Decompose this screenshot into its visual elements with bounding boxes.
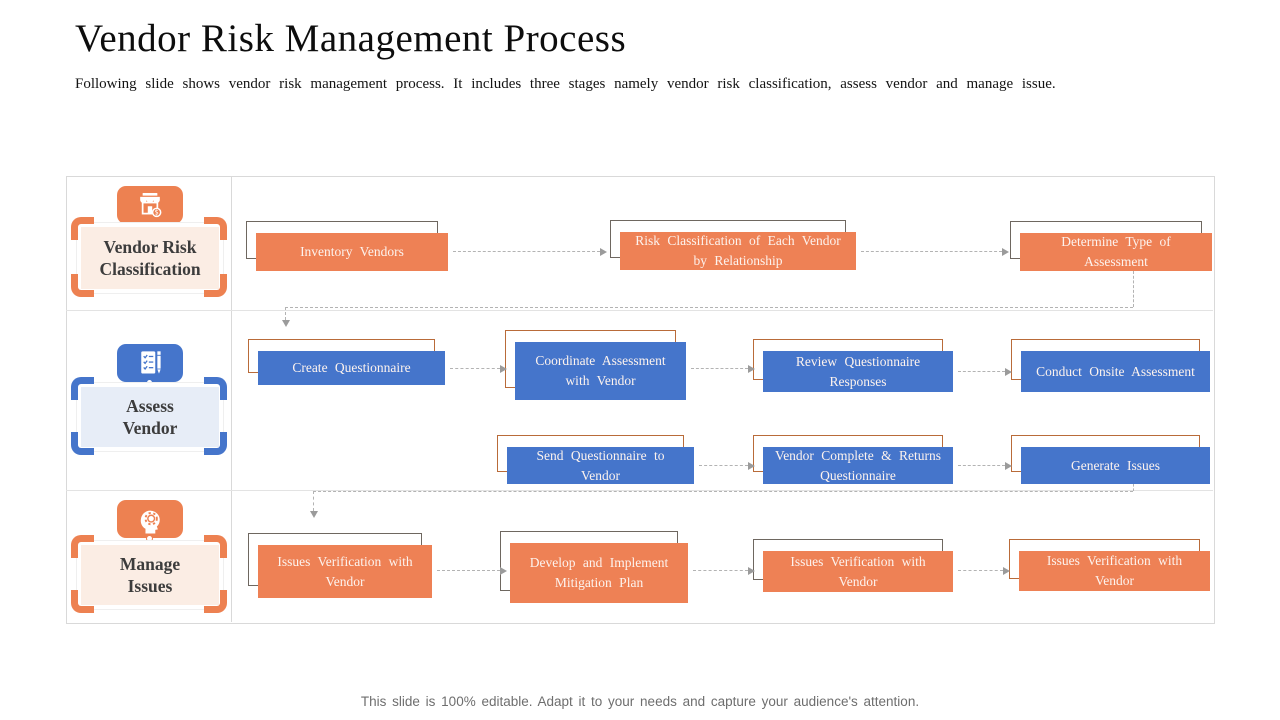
process-step-node: Risk Classification of Each Vendor by Re… (610, 220, 856, 270)
checklist-pencil-icon (141, 351, 161, 374)
arrowhead-icon (500, 567, 507, 575)
process-step: Vendor Complete & Returns Questionnaire (763, 447, 953, 484)
arrowhead-icon (1003, 567, 1010, 575)
stage-icon-box: $ (117, 186, 183, 224)
stage-label: Assess Vendor (122, 395, 178, 438)
flow-arrow (691, 368, 748, 369)
process-step-node: Develop and Implement Mitigation Plan (500, 531, 688, 603)
process-step-node: Issues Verification with Vendor (248, 533, 432, 598)
arrowhead-icon (748, 567, 755, 575)
process-step-node: Issues Verification with Vendor (753, 539, 953, 592)
slide-subtitle: Following slide shows vendor risk manage… (75, 76, 1056, 92)
storefront-icon: $ (140, 192, 162, 217)
process-step-node: Inventory Vendors (246, 221, 448, 271)
stage-connector (285, 307, 1133, 308)
flow-arrow (958, 371, 1005, 372)
flow-arrow (450, 368, 500, 369)
stage-label: Vendor Risk Classification (99, 236, 201, 279)
flow-arrow (958, 465, 1005, 466)
process-step: Develop and Implement Mitigation Plan (510, 543, 688, 603)
bracket-corner (204, 535, 227, 558)
stage-connector (1133, 271, 1134, 307)
arrowhead-icon (310, 511, 318, 518)
diagram-frame (66, 176, 1215, 624)
bracket-corner (204, 377, 227, 400)
stage-label-tint (81, 545, 219, 605)
head-gear-icon (140, 510, 160, 533)
stage-connector (313, 491, 314, 511)
footer-note: This slide is 100% editable. Adapt it to… (360, 694, 920, 709)
arrowhead-icon (500, 365, 507, 373)
flow-arrow (861, 251, 1002, 252)
bracket-corner (204, 274, 227, 297)
flow-arrow (958, 570, 1003, 571)
stage-label-card: Vendor Risk Classification (76, 222, 224, 294)
bracket-corner (204, 217, 227, 240)
arrowhead-icon (282, 320, 290, 327)
bracket-corner (204, 590, 227, 613)
process-step-node: Determine Type of Assessment (1010, 221, 1212, 271)
stage-connector (313, 491, 1133, 492)
row-divider (66, 310, 1213, 311)
flow-arrow (437, 570, 500, 571)
process-step-node: Review Questionnaire Responses (753, 339, 953, 392)
arrowhead-icon (748, 462, 755, 470)
stage-label-tint (81, 387, 219, 447)
bracket-corner (71, 432, 94, 455)
arrowhead-icon (1005, 368, 1012, 376)
bracket-corner (71, 217, 94, 240)
arrowhead-icon (748, 365, 755, 373)
stage-connector (1133, 484, 1134, 491)
stage-label-card: Manage Issues (76, 540, 224, 610)
bracket-corner (71, 377, 94, 400)
process-step: Coordinate Assessment with Vendor (515, 342, 686, 400)
svg-text:$: $ (155, 208, 159, 216)
arrowhead-icon (1002, 248, 1009, 256)
process-step: Issues Verification with Vendor (763, 551, 953, 592)
process-step: Inventory Vendors (256, 233, 448, 271)
process-step-node: Send Questionnaire to Vendor (497, 435, 694, 484)
process-step: Risk Classification of Each Vendor by Re… (620, 232, 856, 270)
flow-arrow (699, 465, 748, 466)
bracket-corner (71, 274, 94, 297)
stage-label-card: Assess Vendor (76, 382, 224, 452)
process-step: Generate Issues (1021, 447, 1210, 484)
process-step-node: Coordinate Assessment with Vendor (505, 330, 686, 400)
row-divider (66, 490, 1213, 491)
flow-arrow (453, 251, 600, 252)
stage-icon-box (117, 344, 183, 382)
process-step: Send Questionnaire to Vendor (507, 447, 694, 484)
arrowhead-icon (1005, 462, 1012, 470)
process-step-node: Conduct Onsite Assessment (1011, 339, 1210, 392)
process-step: Review Questionnaire Responses (763, 351, 953, 392)
label-column-divider (231, 176, 232, 622)
stage-icon-box (117, 500, 183, 538)
process-step: Determine Type of Assessment (1020, 233, 1212, 271)
bracket-corner (71, 535, 94, 558)
flow-arrow (693, 570, 748, 571)
stage-label: Manage Issues (119, 553, 181, 596)
process-step-node: Create Questionnaire (248, 339, 445, 385)
process-step: Issues Verification with Vendor (258, 545, 432, 598)
process-step-node: Vendor Complete & Returns Questionnaire (753, 435, 953, 484)
process-step: Issues Verification with Vendor (1019, 551, 1210, 591)
page-title: Vendor Risk Management Process (75, 17, 627, 60)
process-step: Conduct Onsite Assessment (1021, 351, 1210, 392)
process-step: Create Questionnaire (258, 351, 445, 385)
bracket-corner (71, 590, 94, 613)
stage-connector (285, 307, 286, 320)
process-step-node: Issues Verification with Vendor (1009, 539, 1210, 591)
stage-label-tint (81, 227, 219, 289)
bracket-corner (204, 432, 227, 455)
process-step-node: Generate Issues (1011, 435, 1210, 484)
arrowhead-icon (600, 248, 607, 256)
